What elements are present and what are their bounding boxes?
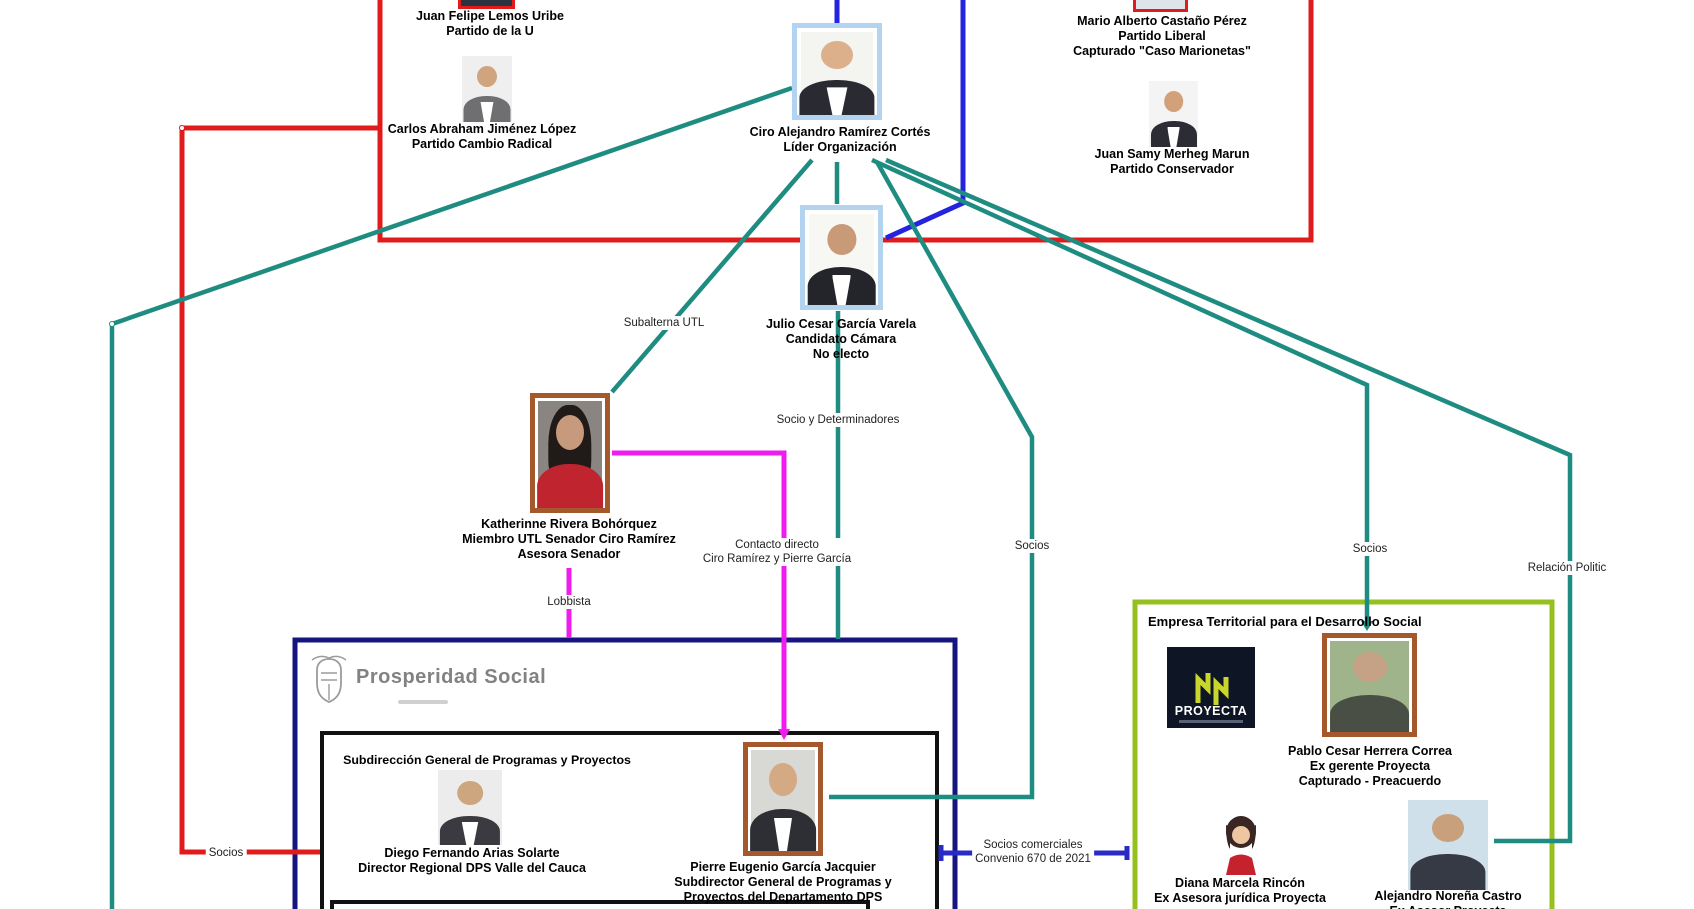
photo-pierre-garcia[interactable] xyxy=(743,742,823,856)
edge-socios-pablo xyxy=(871,157,1370,628)
label-relacion-politica: Relación Politic xyxy=(1524,561,1610,575)
proyecta-logo[interactable]: PROYECTA xyxy=(1167,647,1255,728)
woman-avatar-icon xyxy=(1226,816,1256,875)
edge-contacto-directo xyxy=(612,450,787,735)
colombia-crest-icon xyxy=(311,655,347,703)
proyecta-tagline-bar xyxy=(1179,720,1243,723)
person-alejandro-norena: Alejandro Noreña CastroEx Asesor Proyect… xyxy=(1374,889,1522,909)
edge-red-socios xyxy=(179,125,380,855)
label-subalterna-utl: Subalterna UTL xyxy=(620,316,708,330)
photo-juan-samy-merheg[interactable] xyxy=(1149,81,1198,147)
photo-ciro-ramirez[interactable] xyxy=(792,23,882,120)
label-lobbista: Lobbista xyxy=(544,595,594,609)
empresa-territorial-box xyxy=(1132,599,1555,909)
arrowhead-to-pablo xyxy=(1361,621,1373,631)
inner-bottom-box xyxy=(330,900,870,909)
photo-alejandro-norena[interactable] xyxy=(1408,800,1488,890)
empresa-territorial-title: Empresa Territorial para el Desarrollo S… xyxy=(1148,614,1422,629)
photo-mario-castano[interactable] xyxy=(1133,0,1188,12)
edge-joint-dot xyxy=(179,125,185,131)
prosperidad-fine-print xyxy=(398,700,448,704)
photo-diego-arias[interactable] xyxy=(438,770,502,845)
prosperidad-box xyxy=(292,637,958,909)
label-socio-determinadores: Socio y Determinadores xyxy=(773,413,903,427)
label-socios-mid: Socios xyxy=(1011,539,1053,553)
photo-julio-garcia[interactable] xyxy=(800,205,883,310)
edge-joint-dot xyxy=(109,321,115,327)
photo-pablo-herrera[interactable] xyxy=(1322,633,1417,737)
proyecta-building-icon xyxy=(1195,672,1229,705)
label-socios-red: Socios xyxy=(205,846,247,860)
photo-juan-felipe-lemos[interactable] xyxy=(458,0,515,9)
photo-carlos-jimenez[interactable] xyxy=(462,56,512,122)
edge-socios-pierre xyxy=(829,160,1035,800)
edge-subalterna-utl xyxy=(610,158,814,394)
proyecta-wordmark: PROYECTA xyxy=(1174,704,1248,718)
subdireccion-box xyxy=(320,731,939,909)
label-socios-right: Socios xyxy=(1349,542,1391,556)
prosperidad-wordmark: Prosperidad Social xyxy=(356,666,547,688)
photo-katherinne-rivera[interactable] xyxy=(530,393,610,513)
edge-relacion-politica xyxy=(885,157,1573,844)
avatar-diana-rincon[interactable] xyxy=(1218,813,1264,875)
arrowhead-to-pierre xyxy=(778,729,790,740)
prosperidad-crest-logo[interactable] xyxy=(310,653,348,710)
subdireccion-title: Subdirección General de Programas y Proy… xyxy=(343,753,631,767)
